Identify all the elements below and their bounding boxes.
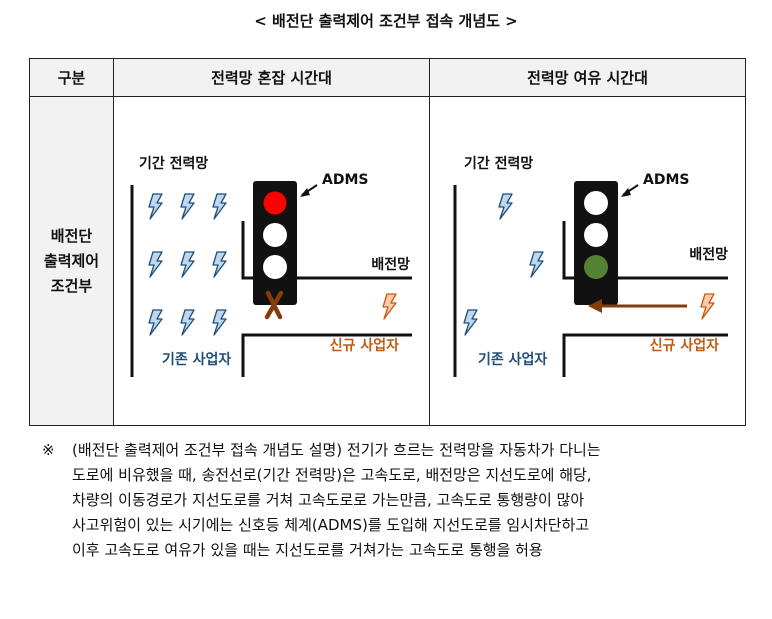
note-line: 차량의 이동경로가 지선도로를 거쳐 고속도로로 가는만큼, 고속도로 통행량이… [72,491,585,509]
dist-upper-line [562,221,728,280]
existing-bolt-icon [148,309,163,336]
existing-bolt-icon [498,193,513,220]
note-line: 사고위험이 있는 시기에는 신호등 체계(ADMS)를 도입해 지선도로를 임시… [72,516,590,534]
adms-pointer-head [300,188,310,197]
header-congested: 전력망 혼잡 시간대 [113,58,430,97]
row-label-line-1: 배전단 [50,226,93,245]
diagram-title: < 배전단 출력제어 조건부 접속 개념도 > [254,12,518,30]
existing-bolt-icon [148,251,163,278]
existing-bolt-icon [529,251,544,278]
dist-label: 배전망 [689,246,728,263]
dist-lower-line [562,333,728,377]
trunk-label: 기간 전력망 [139,155,208,172]
concept-table: 구분 전력망 혼잡 시간대 전력망 여유 시간대 배전단 출력제어 조건부 기간… [29,58,746,426]
adms-label: ADMS [643,172,689,188]
signal-top-lamp [584,191,608,215]
dist-lower-line [241,333,412,377]
new-bolt-icon [700,293,715,320]
adms-pointer-head [621,188,631,197]
signal-green-lamp [584,255,608,279]
signal-middle-lamp [263,223,287,247]
existing-bolt-icon [212,251,227,278]
row-label-line-2: 출력제어 [43,251,100,270]
flow-arrow-head [588,299,602,313]
signal-red-lamp [262,190,288,216]
existing-bolt-icon [180,251,195,278]
header-category: 구분 [29,58,114,97]
signal-bottom-lamp [263,255,287,279]
dist-upper-line [241,221,412,280]
header-spare: 전력망 여유 시간대 [429,58,746,97]
row-label-line-3: 조건부 [50,276,93,295]
existing-bolt-icon [463,309,478,336]
congested-diagram: 기간 전력망 기존 사업자 배전망 [130,155,412,377]
existing-bolt-icon [180,309,195,336]
existing-bolt-icon [180,193,195,220]
new-bolt-icon [382,293,397,320]
existing-bolt-icon [212,193,227,220]
panel-congested: 기간 전력망 기존 사업자 배전망 [113,96,430,426]
existing-bolt-icon [212,309,227,336]
note-mark: ※ [42,441,55,459]
spare-diagram: 기간 전력망 기존 사업자 배전망 ADMS 신 [453,155,728,377]
signal-middle-lamp [584,223,608,247]
existing-label: 기존 사업자 [162,352,231,368]
explanation-note: ※ (배전단 출력제어 조건부 접속 개념도 설명) 전기가 흐르는 전력망을 … [42,438,752,563]
new-label: 신규 사업자 [330,338,399,354]
dist-label: 배전망 [371,256,410,273]
blocked-x-icon [264,290,284,320]
note-line: (배전단 출력제어 조건부 접속 개념도 설명) 전기가 흐르는 전력망을 자동… [72,441,601,459]
new-label: 신규 사업자 [650,338,719,354]
note-line: 도로에 비유했을 때, 송전선로(기간 전력망)은 고속도로, 배전망은 지선도… [72,466,592,484]
note-lines: (배전단 출력제어 조건부 접속 개념도 설명) 전기가 흐르는 전력망을 자동… [72,438,752,563]
existing-bolt-icon [148,193,163,220]
existing-label: 기존 사업자 [478,352,547,368]
trunk-label: 기간 전력망 [464,155,533,172]
note-line: 이후 고속도로 여유가 있을 때는 지선도로를 거쳐가는 고속도로 통행을 허용 [72,541,543,559]
table-header-row: 구분 전력망 혼잡 시간대 전력망 여유 시간대 [29,58,746,97]
panel-spare: 기간 전력망 기존 사업자 배전망 ADMS 신 [429,96,746,426]
adms-label: ADMS [322,172,368,188]
table-body-row: 배전단 출력제어 조건부 기간 전력망 [29,96,746,426]
row-label: 배전단 출력제어 조건부 [29,96,114,426]
